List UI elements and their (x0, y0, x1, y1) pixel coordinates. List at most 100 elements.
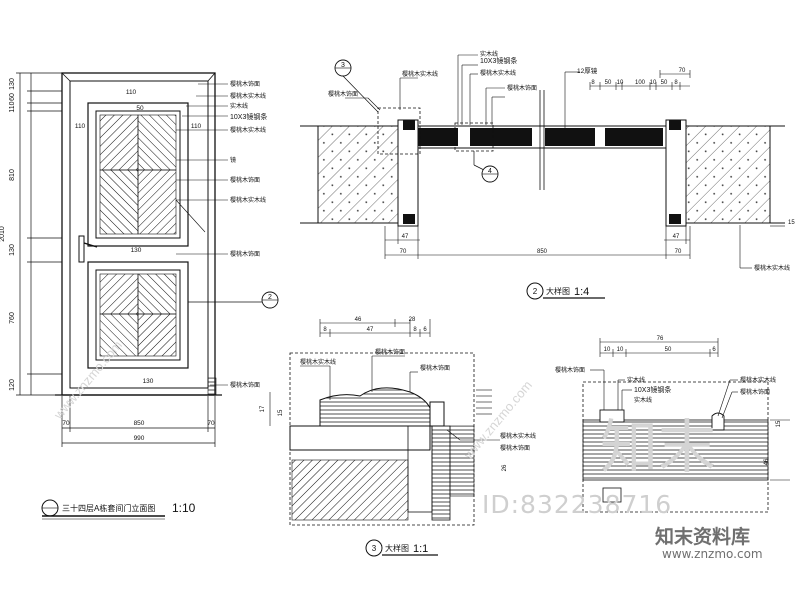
upper-panel-outer (87, 102, 189, 247)
elev-inner-top: 50 (136, 105, 144, 112)
d3-top-dim-8b: 8 (413, 327, 417, 333)
d4-side-46: 46 (764, 458, 770, 465)
elev-dim-760: 760 (9, 312, 16, 324)
elevation-scale: 1:10 (172, 501, 196, 515)
d2-callout-4: 实木线 (480, 50, 498, 58)
d2-callout-7: 12厚镜 (577, 66, 598, 75)
d2-bottom-dim-5: 70 (675, 249, 682, 255)
d4-top-dim-50: 50 (665, 347, 672, 353)
elev-inner-mid-rail: 130 (131, 247, 142, 254)
d4-callout-5: 樱桃木实木线 (740, 376, 776, 384)
d2-bottom-dim-1: 47 (402, 234, 409, 240)
d3-panel-body (289, 425, 431, 451)
elev-callout-10: 樱桃木饰面 (230, 381, 260, 389)
elev-callout-8: 樱桃木实木线 (230, 196, 266, 204)
detail-4-section: 76 10 10 50 6 15 46 樱桃木饰面 实木线 10X3镜钢条 实木… (555, 336, 790, 513)
d2-bottom-dim-2: 70 (400, 249, 407, 255)
lower-panel-inner (95, 269, 181, 361)
d2-side-dim: 15 (788, 220, 795, 226)
d2-top-dim-7: 8 (674, 80, 678, 86)
d3-top-dim-47: 47 (367, 327, 374, 333)
d2-bottom-dim-4: 47 (673, 234, 680, 240)
d4-callout-2: 实木线 (627, 376, 645, 384)
left-wall (317, 125, 401, 224)
elev-bottom-70-left: 70 (62, 420, 70, 427)
d3-side-26: 26 (502, 464, 508, 471)
elev-bottom-70-right: 70 (207, 420, 215, 427)
watermark-url: www.znzmo.com (662, 547, 763, 561)
elev-dim-total-height: 2010 (0, 226, 6, 242)
detail-marker-4-label: 4 (488, 168, 492, 175)
upper-panel-inner (95, 110, 181, 239)
d3-callout-3: 樱桃木饰面 (420, 364, 450, 372)
lower-panel-outer (87, 261, 189, 369)
elev-dim-60: 60 (9, 93, 16, 101)
detail-2-title-number: 2 (533, 287, 538, 296)
elev-dim-110: 110 (9, 101, 16, 112)
elev-callout-7: 樱桃木饰面 (230, 176, 260, 184)
d2-top-dim-6: 50 (661, 80, 668, 86)
d2-top-dim-5: 10 (650, 80, 657, 86)
elev-inner-left: 110 (75, 123, 86, 130)
d4-top-dim-10b: 10 (617, 347, 624, 353)
d3-callout-2: 樱桃木饰面 (375, 348, 405, 356)
right-wall (684, 125, 771, 224)
door-elevation: 130 60 110 810 130 760 120 2010 110 50 1… (0, 72, 279, 520)
d2-top-dim-1: 8 (591, 80, 595, 86)
elev-inner-right: 110 (191, 123, 202, 130)
d3-side-15: 15 (278, 409, 284, 416)
d2-callout-1: 樱桃木饰面 (328, 90, 358, 98)
d2-top-dim-3: 10 (617, 80, 624, 86)
d2-top-dim-4: 100 (635, 80, 646, 86)
elev-callout-5: 樱桃木实木线 (230, 126, 266, 134)
detail-2-scale: 1:4 (574, 286, 589, 298)
d3-top-dim-6: 6 (423, 327, 427, 333)
d4-top-dim-6: 6 (712, 347, 716, 353)
door-handle-plate (78, 235, 85, 263)
elev-bottom-850: 850 (134, 420, 145, 427)
detail-2-section: 3 4 樱桃木饰面 樱桃木实木线 10X3镜钢条 实木线 樱桃木实木线 樱桃木饰… (300, 50, 795, 300)
watermark-brand: 知末 (600, 413, 717, 481)
detail-3-title-symbol (365, 539, 383, 557)
d3-callout-5: 樱桃木饰面 (500, 444, 530, 452)
elev-callout-4: 10X3镜钢条 (230, 112, 267, 121)
d4-panel-layers (582, 419, 769, 481)
detail-marker-3-label: 3 (341, 62, 345, 69)
detail-2-title: 大样图 (546, 286, 570, 296)
elev-dim-130-top: 130 (9, 78, 16, 90)
d4-side-15: 15 (776, 420, 782, 427)
d3-top-dim-28: 28 (409, 317, 416, 323)
detail-3-title-number: 3 (372, 544, 377, 553)
d4-callout-6: 樱桃木饰面 (740, 388, 770, 396)
elev-callout-1: 樱桃木饰面 (230, 80, 260, 88)
door-handle-lever (83, 242, 98, 248)
watermark-id: ID:832238716 (482, 490, 673, 519)
elev-callout-3: 实木线 (230, 102, 248, 110)
elev-inner-top-gap: 110 (126, 89, 137, 96)
d4-top-dim-10a: 10 (604, 347, 611, 353)
section-marker-2-label: 2 (268, 294, 272, 301)
d3-top-dim-46: 46 (355, 317, 362, 323)
d4-callout-4: 实木线 (634, 396, 652, 404)
d4-top-dim-76: 76 (657, 336, 664, 342)
d3-top-dim-8: 8 (323, 327, 327, 333)
door-leaf (69, 80, 209, 389)
detail-3-title: 大样图 (385, 543, 409, 553)
elevation-title: 三十四层A栋套间门立面图 (62, 503, 155, 513)
elev-bottom-total: 990 (134, 435, 145, 442)
d2-callout-2: 樱桃木实木线 (402, 70, 438, 78)
elev-dim-120: 120 (9, 379, 16, 391)
d2-callout-5: 樱桃木实木线 (480, 69, 516, 77)
elev-dim-130-mid: 130 (9, 244, 16, 256)
detail-2-title-symbol (526, 282, 544, 300)
elev-dim-810: 810 (9, 169, 16, 181)
detail-3-section: 46 8 47 28 8 6 17 15 26 樱桃木实木线 樱桃木饰面 樱桃木… (260, 317, 536, 557)
d2-callout-6: 樱桃木饰面 (507, 84, 537, 92)
d2-callout-8: 樱桃木实木线 (754, 264, 790, 272)
d3-callout-1: 樱桃木实木线 (300, 358, 336, 366)
d2-top-dim-2: 50 (605, 80, 612, 86)
watermark-logo: 知末资料库 (655, 526, 751, 548)
elev-callout-9: 樱桃木饰面 (230, 250, 260, 258)
d3-moulding (319, 387, 431, 427)
